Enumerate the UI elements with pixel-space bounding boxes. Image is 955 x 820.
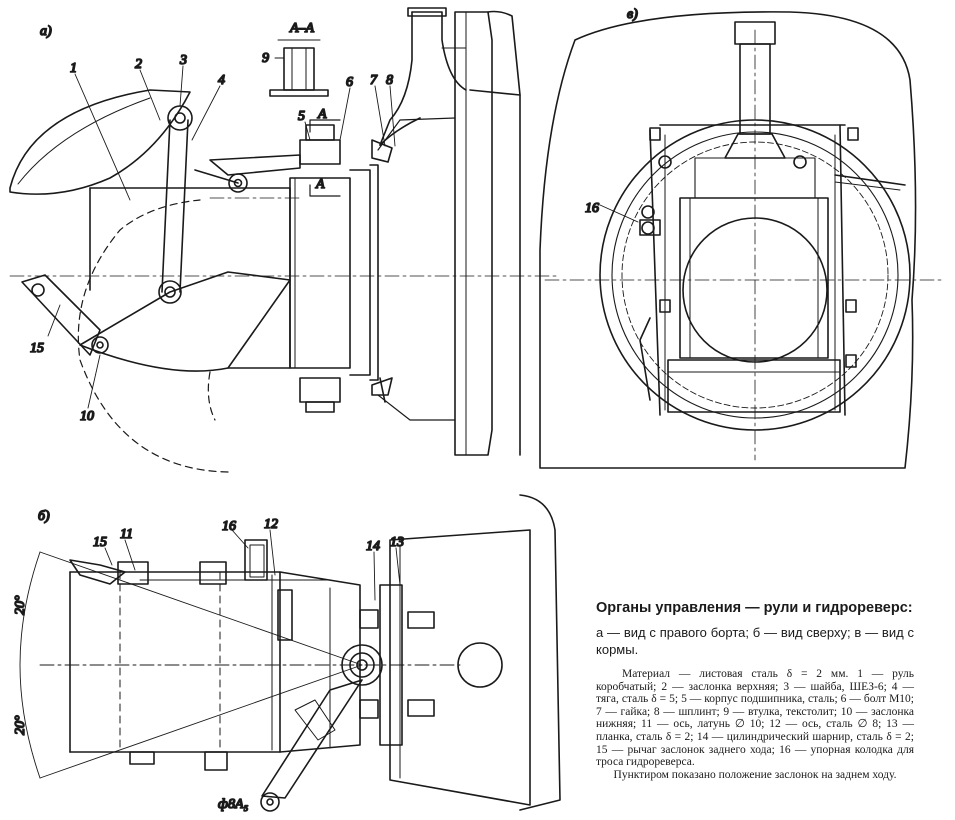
intake-elbow — [379, 7, 467, 146]
part-label-11: 11 — [120, 527, 133, 542]
part-label-10: 10 — [80, 409, 94, 424]
caption-legend-text: Материал — листовая сталь δ = 2 мм. 1 — … — [596, 668, 914, 769]
lower-flap — [21, 271, 291, 372]
leaders-a — [47, 57, 396, 409]
angle-label-top: 20° — [13, 595, 28, 615]
part-label-16a: 16 — [585, 201, 599, 216]
view-label-v: в) — [627, 7, 638, 22]
caption-views: а — вид с правого борта; б — вид сверху;… — [596, 625, 914, 657]
reverse-lever — [260, 679, 363, 812]
part-label-3: 3 — [179, 53, 187, 68]
rudder-box — [89, 187, 291, 369]
section-arrows — [309, 119, 341, 197]
part-label-12: 12 — [264, 517, 278, 532]
dashed-inner — [119, 571, 221, 753]
flange-plate — [639, 124, 906, 416]
part-label-6: 6 — [346, 75, 353, 90]
angle-label-bottom: 20° — [13, 715, 28, 735]
centerline-v — [544, 29, 946, 461]
caption-legend: Материал — листовая сталь δ = 2 мм. 1 — … — [596, 668, 914, 769]
part-label-4: 4 — [218, 73, 225, 88]
nozzle-body — [289, 117, 456, 421]
top-bracket — [194, 154, 301, 193]
top-lever-assembly — [69, 539, 331, 771]
part-label-1: 1 — [70, 61, 77, 76]
part-label-15a: 15 — [30, 341, 44, 356]
transom — [454, 10, 521, 456]
centerline-a — [9, 197, 561, 277]
rod-label: ф8А₅ — [218, 797, 248, 812]
part-label-9: 9 — [262, 51, 269, 66]
link-rod — [158, 105, 193, 304]
section-arrow-top: А — [317, 107, 327, 122]
angle-construction — [19, 551, 461, 779]
section-arrow-bottom: А — [315, 177, 325, 192]
leaders-b — [104, 529, 401, 601]
view-b-top — [19, 494, 561, 812]
view-label-b: б) — [38, 509, 50, 524]
figure-caption: Органы управления — рули и гидрореверс: … — [596, 600, 914, 781]
hull-outline — [539, 11, 917, 469]
side-bolts — [639, 127, 859, 401]
reverse-position-dashed — [77, 199, 229, 473]
part-label-7: 7 — [370, 73, 378, 88]
caption-title: Органы управления — рули и гидрореверс: — [596, 600, 913, 616]
section-title: А–А — [289, 21, 315, 36]
part-label-15b: 15 — [93, 535, 107, 550]
nozzle-tube — [69, 571, 361, 753]
caption-note: Пунктиром показано положение заслонок на… — [613, 768, 897, 781]
part-label-5: 5 — [298, 109, 305, 124]
view-label-a: а) — [40, 24, 52, 39]
part-label-16b: 16 — [222, 519, 236, 534]
part-label-8: 8 — [386, 73, 393, 88]
part-label-13: 13 — [390, 535, 404, 550]
nozzle-housing — [667, 197, 841, 413]
view-a-side — [9, 7, 561, 473]
view-v-stern — [539, 11, 946, 469]
part-label-2: 2 — [135, 57, 142, 72]
part-label-14: 14 — [366, 539, 380, 554]
section-a-a-detail — [269, 39, 329, 97]
upper-flap — [9, 89, 191, 195]
